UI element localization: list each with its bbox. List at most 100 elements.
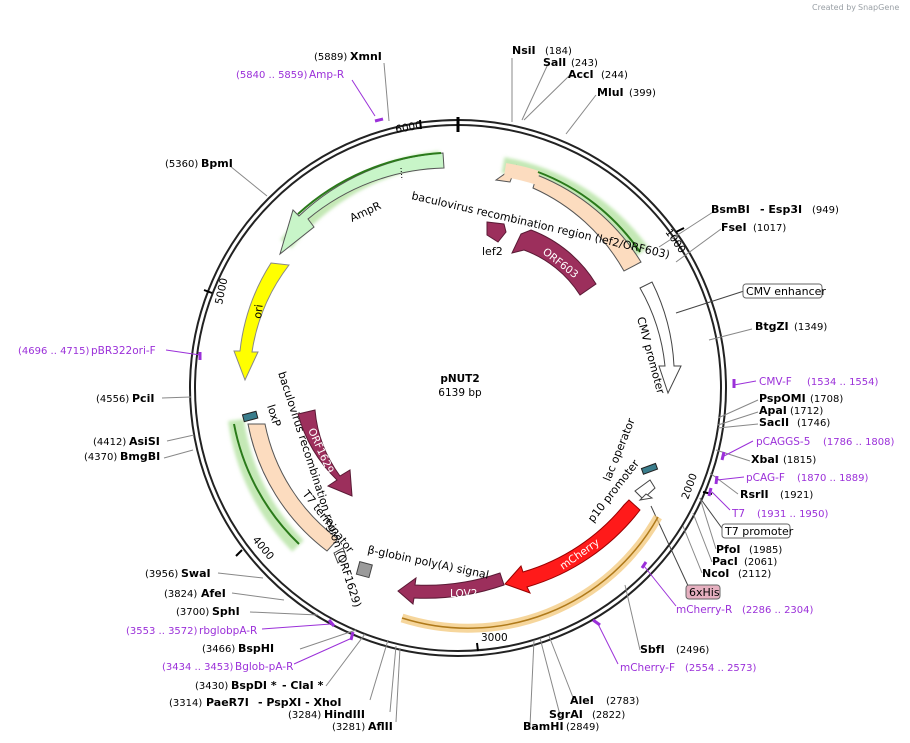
snapgene-credit[interactable]: Created by SnapGene (812, 3, 899, 12)
enzyme-BspDI[interactable]: (3430) BspDI * - ClaI * (195, 679, 324, 692)
svg-text:SgrAI: SgrAI (549, 708, 583, 721)
svg-text:AflII: AflII (368, 720, 393, 733)
primer-t7[interactable]: T7 (1931 .. 1950) (731, 508, 829, 520)
enzyme-FseI[interactable]: FseI (1017) (721, 221, 786, 234)
svg-text:(3434 .. 3453): (3434 .. 3453) (162, 662, 234, 673)
svg-text:(5840 .. 5859): (5840 .. 5859) (236, 70, 308, 81)
svg-text:SwaI: SwaI (181, 567, 211, 580)
enzyme-HindIII[interactable]: (3284) HindIII (288, 708, 365, 721)
enzyme-AfeI[interactable]: (3824) AfeI (164, 587, 226, 600)
enzyme-RsrII[interactable]: RsrII (1921) (740, 488, 813, 501)
feature-6xhis[interactable] (685, 584, 721, 600)
feature-cmv-enhancer[interactable] (742, 283, 823, 299)
feature-loxp[interactable] (241, 410, 259, 423)
enzyme-SwaI[interactable]: (3956) SwaI (145, 567, 211, 580)
feature-ampr[interactable] (279, 151, 445, 256)
svg-text:(1712): (1712) (790, 406, 823, 417)
svg-text:(1921): (1921) (780, 490, 813, 501)
primer-rbglobpa-r[interactable]: (3553 .. 3572) rbglobpA-R (126, 625, 257, 637)
enzyme-NsiI[interactable]: NsiI (184) (512, 44, 572, 57)
enzyme-BpmI[interactable]: (5360) BpmI (165, 157, 233, 170)
enzyme-SgrAI[interactable]: SgrAI (2822) (549, 708, 625, 721)
svg-text:BamHI: BamHI (523, 720, 564, 733)
feature-lef2[interactable] (486, 221, 507, 243)
enzyme-PciI[interactable]: (4556) PciI (96, 392, 154, 405)
svg-text:(3284): (3284) (288, 710, 321, 721)
enzyme-PspOMI[interactable]: PspOMI (1708) (759, 392, 843, 405)
svg-text:(3956): (3956) (145, 569, 178, 580)
feature-bglobin-polya[interactable] (355, 561, 373, 579)
svg-text:BtgZI: BtgZI (755, 320, 789, 333)
enzyme-SalI[interactable]: SalI (243) (543, 56, 598, 69)
enzyme-PacI[interactable]: PacI (2061) (712, 555, 777, 568)
enzyme-BtgZI[interactable]: BtgZI (1349) (755, 320, 827, 333)
enzyme-NcoI[interactable]: NcoI (2112) (702, 567, 771, 580)
svg-text:RsrII: RsrII (740, 488, 769, 501)
label-t7-promoter: T7 promoter (724, 525, 794, 538)
credit-brand: SnapGene (858, 3, 899, 12)
enzyme-BspHI[interactable]: (3466) BspHI (202, 642, 274, 655)
primer-cmv-f[interactable]: CMV-F (1534 .. 1554) (759, 376, 879, 388)
svg-text:(1815): (1815) (783, 455, 816, 466)
svg-text:(1534 .. 1554): (1534 .. 1554) (807, 377, 879, 388)
enzyme-MluI[interactable]: MluI (399) (597, 86, 656, 99)
svg-text:(5360): (5360) (165, 159, 198, 170)
svg-text:(2112): (2112) (738, 569, 771, 580)
enzyme-AflII[interactable]: (3281) AflII (332, 720, 393, 733)
svg-text:SbfI: SbfI (640, 643, 665, 656)
label-ori: ori (251, 304, 266, 320)
svg-text:Amp-R: Amp-R (309, 69, 344, 81)
primer-mcherry-r[interactable]: mCherry-R (2286 .. 2304) (676, 604, 814, 616)
svg-text:(1746): (1746) (797, 418, 830, 429)
feature-orf1629[interactable] (297, 409, 353, 497)
feature-mcherry[interactable] (504, 499, 641, 594)
enzyme-SacII[interactable]: SacII (1746) (759, 416, 830, 429)
enzyme-BsmBI[interactable]: BsmBI - Esp3I (949) (711, 203, 839, 216)
primer-bglob-pa-r[interactable]: (3434 .. 3453) Bglob-pA-R (162, 661, 293, 673)
svg-text:BsmBI: BsmBI (711, 203, 750, 216)
svg-text:SacII: SacII (759, 416, 789, 429)
svg-text:(3700): (3700) (176, 607, 209, 618)
feature-t7-promoter[interactable] (721, 523, 791, 539)
feature-baculo-lef2-orf603[interactable] (494, 157, 649, 272)
enzyme-PfoI[interactable]: PfoI (1985) (716, 543, 782, 556)
svg-text:NsiI: NsiI (512, 44, 536, 57)
primer-pbr322ori-f[interactable]: (4696 .. 4715) pBR322ori-F (18, 345, 156, 357)
enzyme-AccI[interactable]: AccI (244) (568, 68, 628, 81)
svg-text:ApaI: ApaI (759, 404, 787, 417)
enzyme-BamHI[interactable]: BamHI (2849) (523, 720, 599, 733)
feature-lac-operator[interactable] (640, 462, 659, 475)
svg-text:(4370): (4370) (84, 452, 117, 463)
feature-baculo-orf1629[interactable] (228, 418, 339, 552)
primer-mcherry-f[interactable]: mCherry-F (2554 .. 2573) (620, 662, 757, 674)
label-loxp: loxP (264, 403, 283, 429)
svg-text:pBR322ori-F: pBR322ori-F (91, 345, 156, 357)
plasmid-size: 6139 bp (438, 387, 482, 399)
svg-text:(244): (244) (601, 70, 628, 81)
primer-markers (198, 117, 736, 641)
svg-text:(3466): (3466) (202, 644, 235, 655)
enzyme-PaeR7I[interactable]: (3314) PaeR7I - PspXI - XhoI (169, 696, 341, 709)
feature-cmv-promoter[interactable] (639, 281, 682, 395)
svg-text:pCAG-F: pCAG-F (746, 472, 785, 484)
feature-ori[interactable] (233, 262, 290, 382)
enzyme-XmnI[interactable]: (5889) XmnI (314, 50, 382, 63)
enzyme-SphI[interactable]: (3700) SphI (176, 605, 240, 618)
svg-text:XmnI: XmnI (350, 50, 382, 63)
enzyme-BmgBI[interactable]: (4370) BmgBI (84, 450, 160, 463)
enzyme-XbaI[interactable]: XbaI (1815) (751, 453, 816, 466)
primer-pcaggs-5[interactable]: pCAGGS-5 (1786 .. 1808) (756, 436, 895, 448)
enzyme-AsiSI[interactable]: (4412) AsiSI (93, 435, 160, 448)
feature-orf603[interactable] (511, 229, 597, 296)
svg-text:(3824): (3824) (164, 589, 197, 600)
primer-amp-r[interactable]: (5840 .. 5859) Amp-R (236, 69, 344, 81)
svg-text:AleI: AleI (570, 694, 594, 707)
enzyme-AleI[interactable]: AleI (2783) (570, 694, 639, 707)
enzyme-ApaI[interactable]: ApaI (1712) (759, 404, 823, 417)
feature-lov2[interactable] (397, 572, 505, 605)
credit-prefix: Created by (812, 3, 856, 12)
enzyme-SbfI[interactable]: SbfI (2496) (640, 643, 709, 656)
primer-pcag-f[interactable]: pCAG-F (1870 .. 1889) (746, 472, 869, 484)
svg-text:PspOMI: PspOMI (759, 392, 806, 405)
feature-t7-terminator[interactable] (333, 547, 347, 564)
